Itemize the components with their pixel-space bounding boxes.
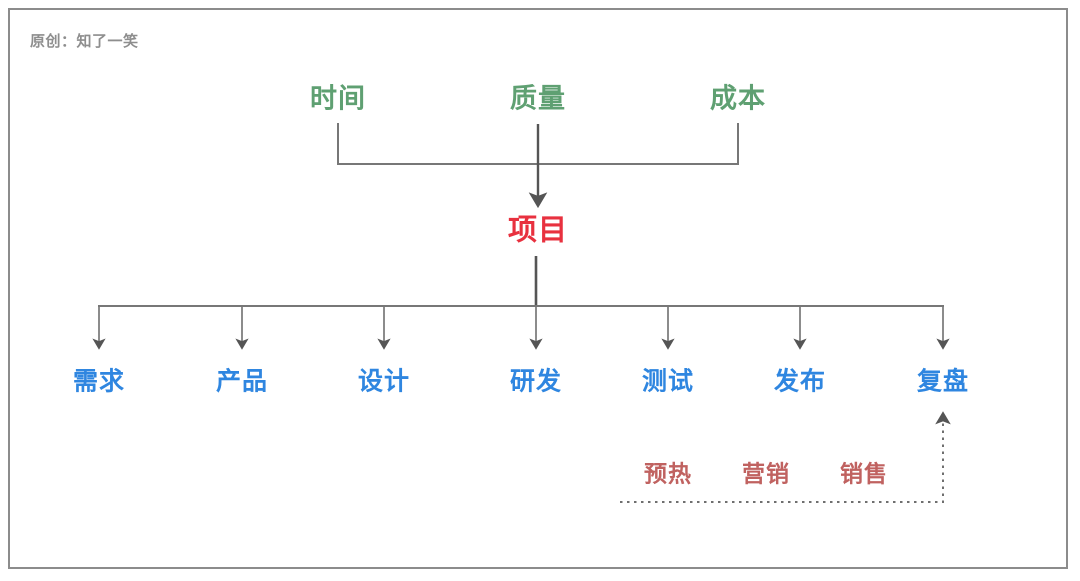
phase-node-requirements[interactable]: 需求 (72, 367, 126, 396)
market-node-marketing[interactable]: 营销 (742, 460, 790, 487)
phase-node-review[interactable]: 复盘 (916, 367, 970, 396)
constraint-node-quality[interactable]: 质量 (510, 83, 566, 114)
phase-node-design[interactable]: 设计 (357, 367, 411, 396)
phase-node-development[interactable]: 研发 (509, 367, 563, 396)
constraint-node-cost[interactable]: 成本 (710, 83, 766, 114)
phase-node-release[interactable]: 发布 (773, 367, 827, 396)
project-node[interactable]: 项目 (507, 214, 569, 247)
phase-drop-arrows (92, 306, 950, 350)
constraint-node-time[interactable]: 时间 (310, 83, 366, 114)
market-node-warmup[interactable]: 预热 (644, 460, 692, 487)
phase-node-product[interactable]: 产品 (215, 367, 269, 396)
phase-node-testing[interactable]: 测试 (641, 367, 695, 396)
diagram-frame (8, 8, 1068, 569)
market-node-sales[interactable]: 销售 (840, 460, 888, 487)
market-feedback-path (620, 411, 951, 503)
credit-text: 原创：知了一笑 (30, 33, 139, 50)
